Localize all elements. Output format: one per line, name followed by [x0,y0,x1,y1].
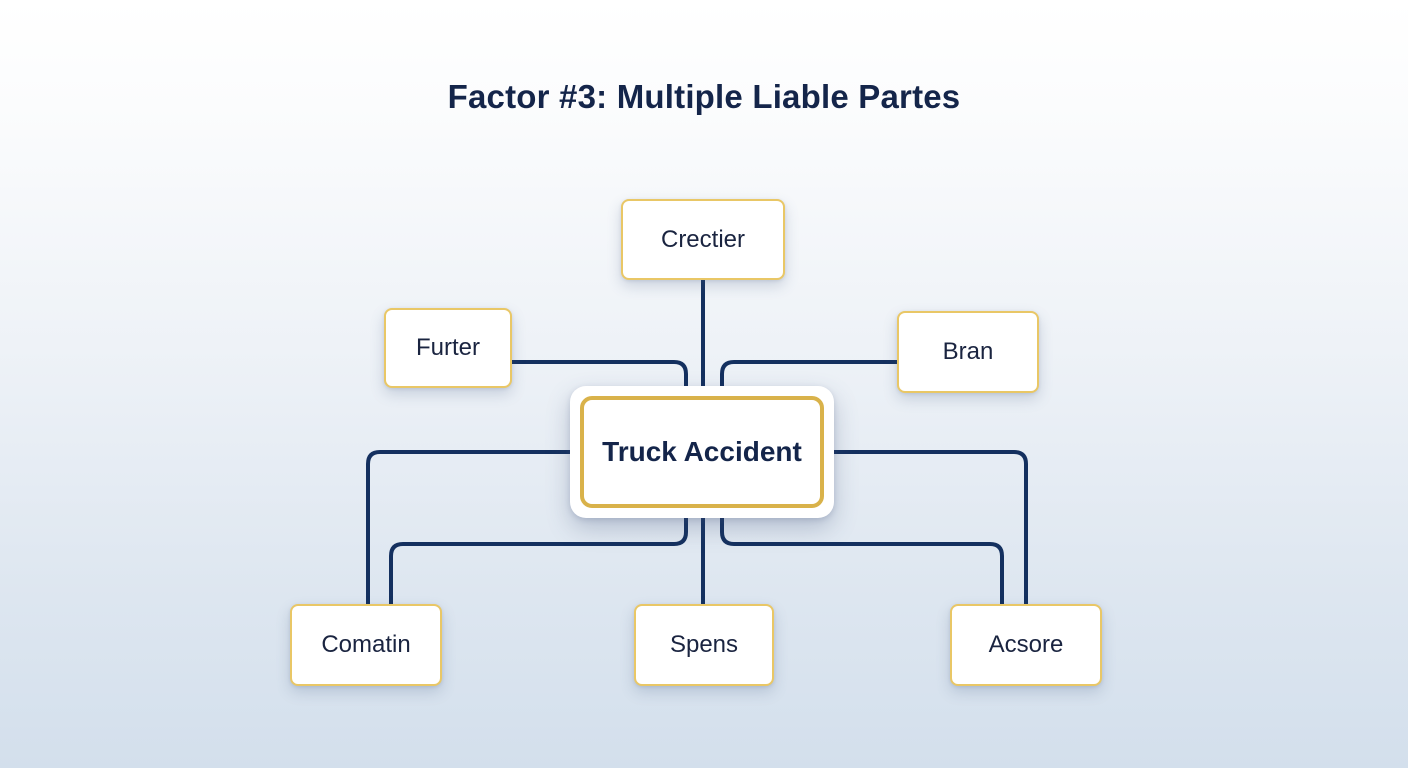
connector-acsore-inner [720,516,1004,606]
node-label: Crectier [660,225,745,253]
node-label: Comatin [321,631,411,658]
node-label: Spens [669,631,739,658]
connector-bran [720,360,899,388]
connector-comatin-outer [366,450,572,606]
connector-furter [510,360,688,388]
node-label: Acsore [988,631,1064,658]
connector-acsore-outer [832,450,1028,606]
node-spens: Spens [634,604,774,686]
node-crectier: Crectier [621,199,785,280]
node-acsore: Acsore [950,604,1102,686]
connector-comatin-inner [389,516,688,606]
center-node-label: Truck Accident [602,436,802,467]
node-comatin: Comatin [290,604,442,686]
node-label: Bran [942,338,994,365]
node-label: Furter [415,334,480,361]
node-bran: Bran [897,311,1039,393]
diagram-title: Factor #3: Multiple Liable Partes [447,78,961,115]
center-node: Truck Accident [580,396,824,508]
node-furter: Furter [384,308,512,388]
center-node-frame: Truck Accident [570,386,834,518]
